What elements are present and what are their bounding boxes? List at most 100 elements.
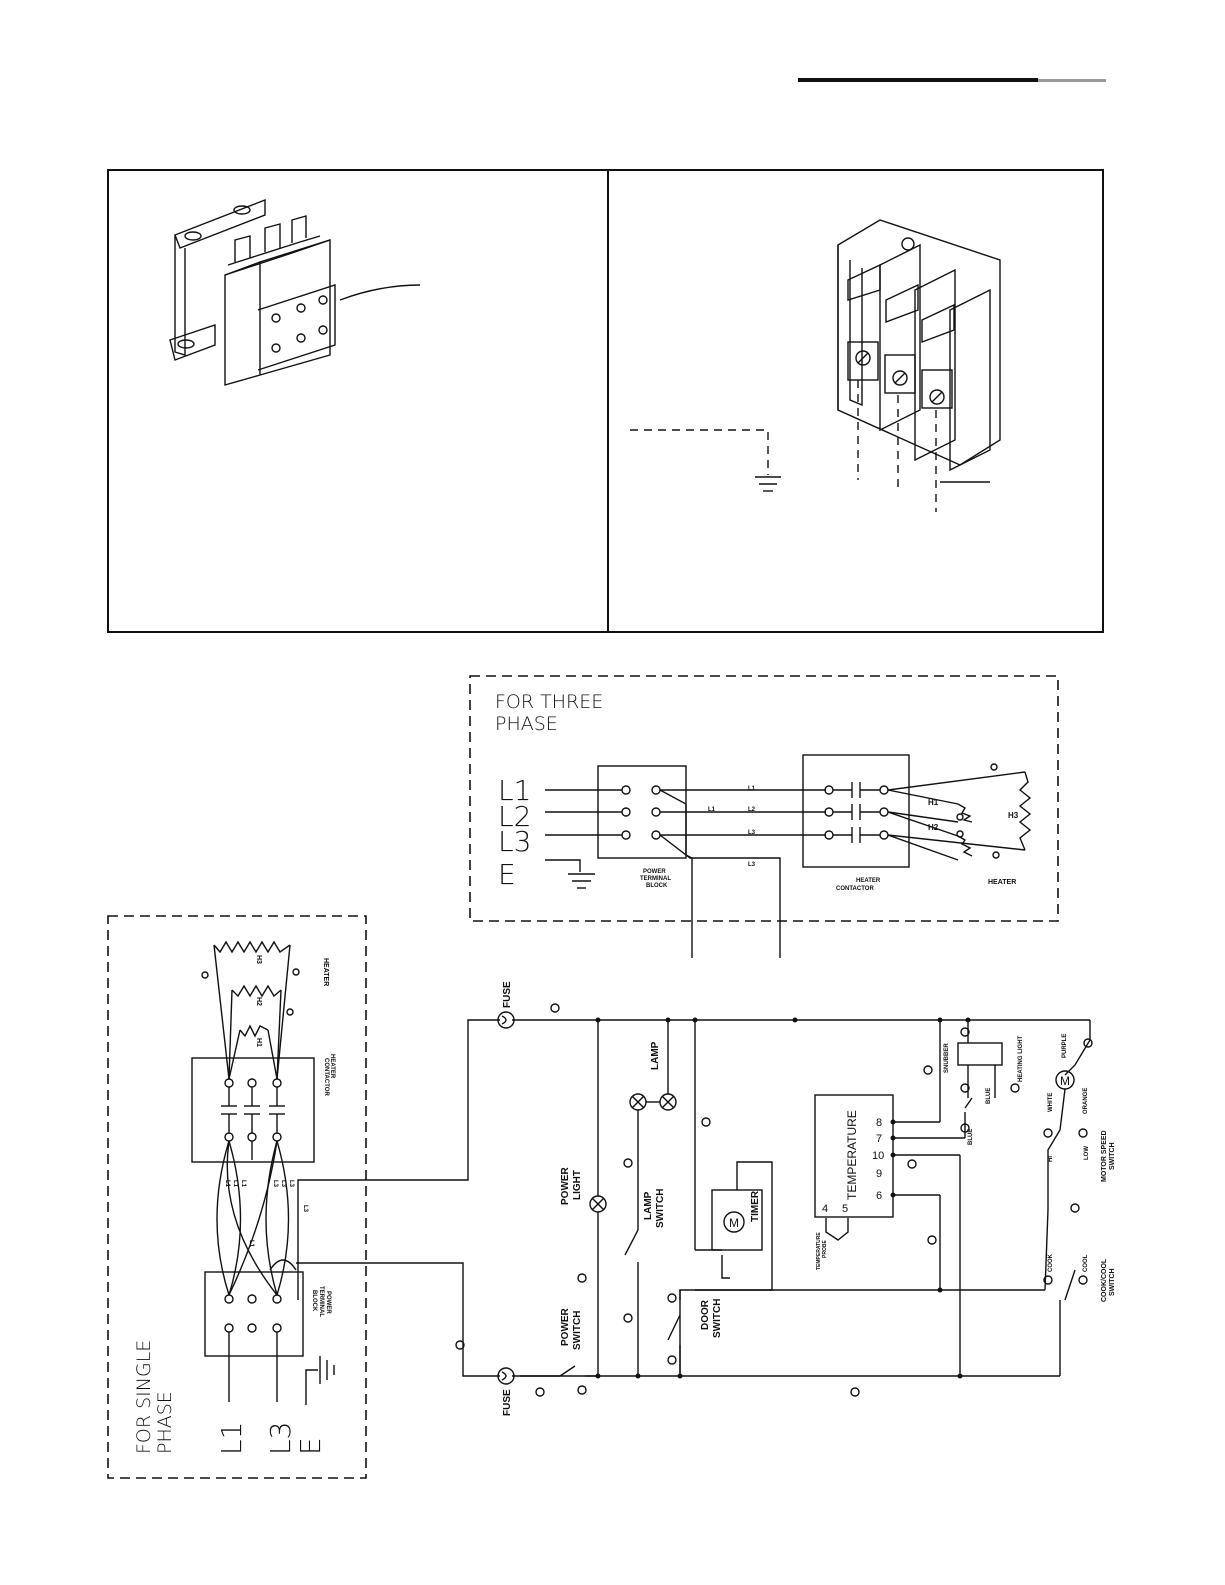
single-phase-heater-contactor [191,1057,315,1163]
three-phase-h1-label: H1 [928,798,939,807]
single-phase-wire-label: L3 [302,1205,308,1213]
lamp-switch-label-2: SWITCH [655,1189,666,1228]
power-light-label-1: POWER [560,1166,571,1205]
motor-speed-switch-label-2: SWITCH [1109,1142,1116,1170]
single-phase-line-l3: L3 [264,1422,297,1455]
single-phase-wire-label: L1 [240,1180,246,1188]
three-phase-wire-label-l1b: L1 [708,807,716,813]
junction-dots [595,1017,971,1379]
power-terminal-block-illustration [630,219,1001,512]
wire-number-markers [455,1003,1093,1397]
power-switch-label-2: SWITCH [572,1311,583,1350]
three-phase-contactor-label-1: HEATER [856,878,881,884]
lamp-switch-label-1: LAMP [643,1191,654,1220]
three-phase-block-label-3: BLOCK [646,883,668,889]
temp-probe-terminal-5: 5 [842,1203,848,1215]
single-phase-h2-label: H2 [255,997,262,1006]
timer-motor-letter: M [729,1216,739,1230]
single-phase-contactor-label-1: HEATER [329,1054,335,1079]
single-phase-wire-label: L1 [232,1180,238,1188]
three-phase-heading-2: PHASE [495,713,558,735]
single-phase-heading-1: FOR SINGLE [133,1340,155,1454]
single-phase-power-terminal-block [204,1271,304,1357]
temp-terminal-6: 6 [876,1190,882,1202]
header-rule-dark [798,78,1038,82]
hi-speed-label: HI [1048,1156,1054,1162]
single-phase-wiring [191,940,500,1405]
timer-label: TIMER [750,1190,761,1222]
white-wire-label: WHITE [1048,1093,1054,1112]
single-phase-heading-2: PHASE [154,1391,176,1454]
temperature-probe-label-1: TEMPERATURE [816,1232,822,1270]
snubber-label: SNUBBER [944,1043,950,1073]
orange-wire-label: ORANGE [1083,1088,1089,1114]
heater-contactor-illustration [169,198,421,386]
three-phase-earth: E [498,858,516,891]
cook-cool-switch-label-2: SWITCH [1109,1268,1116,1296]
motor-speed-switch-label-1: MOTOR SPEED [1101,1130,1108,1182]
three-phase-line-l1: L1 [498,774,531,807]
three-phase-line-l2: L2 [498,800,531,833]
fuse-bottom-symbol [497,1367,515,1385]
component-illustration-frame [107,169,1104,633]
three-phase-line-l3: L3 [498,825,531,858]
cool-label: COOL [1083,1254,1089,1272]
temp-terminal-10: 10 [872,1150,884,1162]
three-phase-wiring [545,754,1032,958]
cook-label: COOK [1048,1253,1054,1272]
door-switch-label-2: SWITCH [712,1299,723,1338]
single-phase-block-label-2: TERMINAL [318,1286,324,1317]
fuse-top-symbol [497,1011,515,1029]
temp-terminal-7: 7 [876,1133,882,1145]
single-phase-h3-label: H3 [255,955,262,964]
fuse-top-label: FUSE [502,981,513,1008]
three-phase-heater-label: HEATER [988,879,1016,886]
three-phase-h3-label: H3 [1008,811,1019,820]
heating-light-label: HEATING LIGHT [1018,1035,1024,1082]
three-phase-block-label-2: TERMINAL [640,876,671,882]
fuse-bottom-label: FUSE [502,1389,513,1416]
purple-wire-label: PURPLE [1062,1034,1068,1058]
single-phase-wire-label: L1 [248,1240,254,1248]
blue-wire-label-2: BLUE [968,1129,974,1145]
power-light-label-2: LIGHT [572,1170,583,1200]
single-phase-wire-label: L3 [272,1180,278,1188]
cook-cool-switch-label-1: COOK/COOL [1101,1258,1108,1302]
single-phase-contactor-label-2: CONTACTOR [323,1058,329,1096]
three-phase-block-label-1: POWER [643,869,666,875]
single-phase-earth: E [294,1437,327,1455]
three-phase-wire-label-l3b: L3 [748,862,756,868]
blue-wire-label-1: BLUE [986,1088,992,1104]
single-phase-block-label-3: BLOCK [311,1290,317,1312]
temp-probe-terminal-4: 4 [822,1203,828,1215]
lamp-label: LAMP [650,1041,661,1070]
temperature-probe-label-2: PROBE [822,1240,828,1258]
power-switch-label-1: POWER [560,1307,571,1346]
three-phase-heater-contactor [802,754,910,868]
single-phase-block-label-1: POWER [325,1291,331,1314]
control-circuit [497,1011,1091,1385]
temp-terminal-9: 9 [876,1168,882,1180]
single-phase-heater-label: HEATER [322,958,329,986]
three-phase-wire-label-l2: L2 [748,807,756,813]
single-phase-wire-label: L3 [288,1180,294,1188]
temperature-label: TEMPERATURE [845,1110,859,1200]
low-speed-label: LOW [1084,1146,1090,1160]
three-phase-h2-label: H2 [928,823,939,832]
temp-terminal-8: 8 [876,1117,882,1129]
three-phase-heading-1: FOR THREE [495,691,603,713]
door-switch-label-1: DOOR [700,1299,711,1330]
three-phase-wire-label-l3: L3 [748,830,756,836]
timer-motor-symbol [723,1211,745,1233]
three-phase-panel [469,675,1059,922]
three-phase-wire-label-l1: L1 [748,786,756,792]
single-phase-wire-label: L3 [280,1180,286,1188]
fan-motor-letter: M [1060,1074,1070,1088]
single-phase-line-l1: L1 [215,1422,248,1455]
single-phase-wire-label: L1 [224,1180,230,1188]
three-phase-contactor-label-2: CONTACTOR [836,886,874,892]
single-phase-h1-label: H1 [255,1038,262,1047]
header-rule-grey [1038,79,1106,82]
single-phase-panel [107,915,367,1479]
